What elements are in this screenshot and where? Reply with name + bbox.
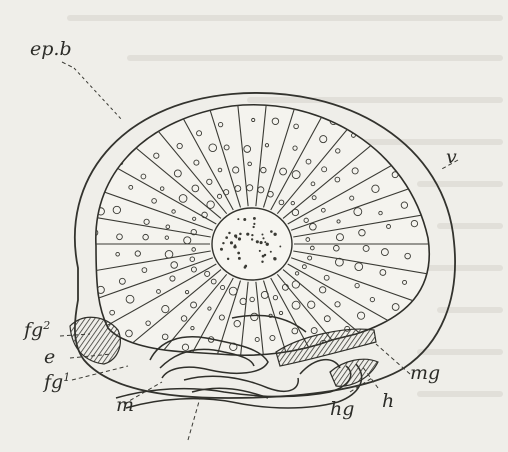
cell-nucleus xyxy=(211,406,218,413)
yolk-granule xyxy=(273,233,276,236)
cell-nucleus xyxy=(70,263,75,268)
yolk-granule xyxy=(264,241,266,243)
cell-nucleus xyxy=(307,108,312,113)
yolk-granule xyxy=(260,241,263,244)
yolk-granule xyxy=(261,261,263,263)
yolk-granule xyxy=(227,258,229,260)
yolk-granule xyxy=(246,233,249,236)
yolk-granule xyxy=(251,234,253,236)
yolk-granule xyxy=(222,242,224,244)
yolk-granule xyxy=(237,252,240,255)
yolk-granule xyxy=(235,236,237,238)
yolk-granule xyxy=(230,241,233,244)
cell-nucleus xyxy=(430,217,436,223)
cell-nucleus xyxy=(167,120,170,123)
cell-nucleus xyxy=(104,177,107,180)
yolk-granule xyxy=(228,232,230,234)
label-v: v xyxy=(446,148,457,167)
label-fg1: fg1 xyxy=(44,372,70,392)
cell-nucleus xyxy=(191,102,198,109)
yolk-granule xyxy=(237,218,239,220)
label-fg1-base: fg xyxy=(44,371,63,393)
yolk-granule xyxy=(270,230,273,233)
label-fg2-sup: 2 xyxy=(43,319,50,332)
cell-nucleus xyxy=(91,254,95,258)
yolk-granule xyxy=(234,244,236,246)
yolk-granule xyxy=(270,251,272,253)
cell-nucleus xyxy=(284,75,287,78)
cell-nucleus xyxy=(308,83,316,91)
cell-nucleus xyxy=(254,79,257,82)
yolk-granule xyxy=(238,237,241,240)
cell-nucleus xyxy=(253,385,259,391)
yolk-granule xyxy=(238,257,241,260)
label-fg2: fg2 xyxy=(24,320,50,340)
yolk-granule xyxy=(273,257,276,260)
yolk-granule xyxy=(239,233,242,236)
yolk-granule xyxy=(266,243,269,246)
yolk-granule xyxy=(253,223,255,225)
yolk-granule xyxy=(262,237,264,239)
cell-nucleus xyxy=(65,228,69,232)
yolk-granule xyxy=(244,265,247,268)
cell-nucleus xyxy=(137,134,141,138)
cell-nucleus xyxy=(208,79,216,87)
yolk-granule xyxy=(225,236,228,239)
label-fg1-sup: 1 xyxy=(63,371,70,384)
cell-nucleus xyxy=(247,410,252,415)
cell-nucleus xyxy=(99,144,106,151)
cell-nucleus xyxy=(425,199,429,203)
label-h: h xyxy=(382,392,394,411)
cell-nucleus xyxy=(178,86,185,93)
yolk-granule xyxy=(252,226,254,228)
label-hg: hg xyxy=(330,400,354,419)
cell-nucleus xyxy=(253,359,259,365)
yolk-granule xyxy=(261,233,263,235)
label-fg2-base: fg xyxy=(24,319,43,341)
label-e: e xyxy=(44,348,55,367)
yolk-granule xyxy=(220,248,223,251)
yolk-granule xyxy=(256,240,259,243)
cell-nucleus xyxy=(149,100,155,106)
cell-nucleus xyxy=(70,287,76,293)
cell-nucleus xyxy=(309,372,314,377)
cell-nucleus xyxy=(201,359,208,366)
cell-nucleus xyxy=(227,362,234,369)
yolk-granule xyxy=(279,246,281,248)
yolk-granule xyxy=(251,238,253,240)
cell-nucleus xyxy=(380,326,384,330)
yolk-granule xyxy=(253,217,256,220)
cell-nucleus xyxy=(123,120,127,124)
cell-nucleus xyxy=(67,191,74,198)
cell-nucleus xyxy=(348,95,355,102)
yolk-granule xyxy=(259,250,261,252)
cell-nucleus xyxy=(413,314,417,318)
cell-nucleus xyxy=(149,349,152,352)
cell-nucleus xyxy=(437,251,441,255)
cell-nucleus xyxy=(427,291,431,295)
label-mg: mg xyxy=(410,364,440,383)
cell-nucleus xyxy=(405,340,409,344)
cell-nucleus xyxy=(199,378,204,383)
cell-nucleus xyxy=(241,100,246,105)
yolk-granule xyxy=(243,218,246,221)
yolk-granule xyxy=(262,255,265,258)
label-m: m xyxy=(116,396,134,415)
label-ep-b: ep.b xyxy=(30,40,72,59)
